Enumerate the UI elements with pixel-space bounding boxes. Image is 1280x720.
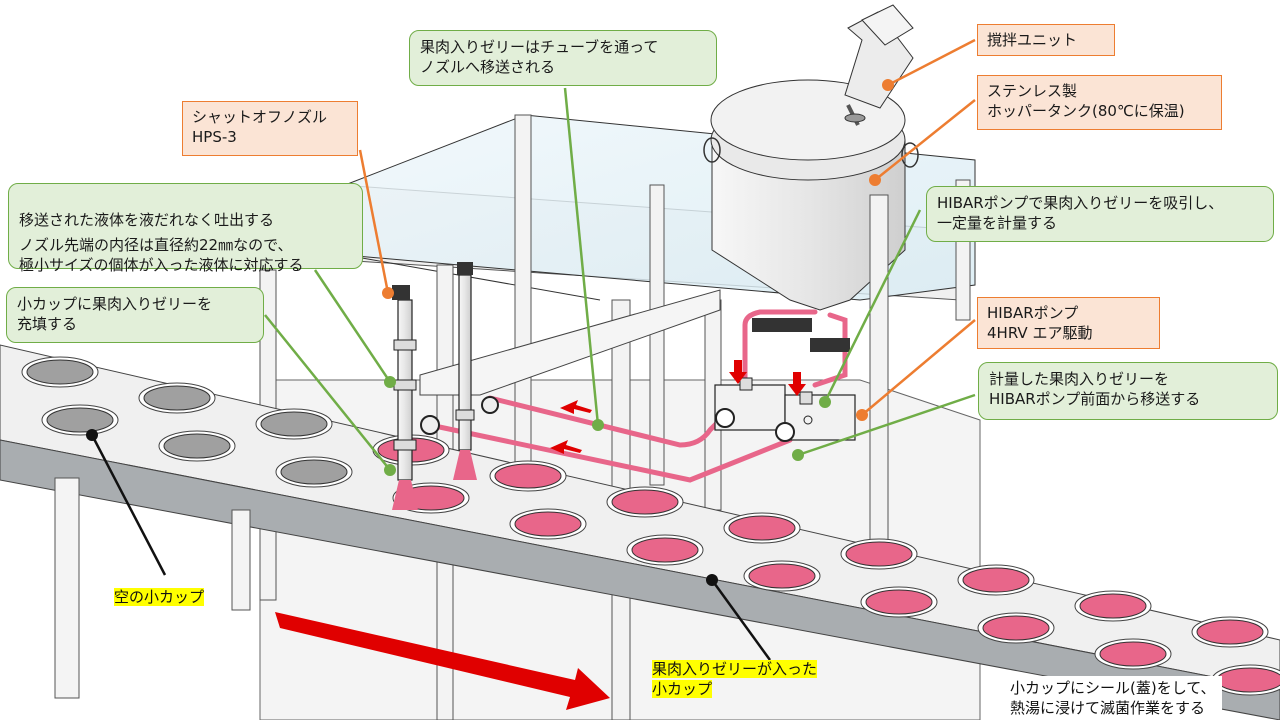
filled-cup [611, 489, 679, 515]
callout-pump-transfer: 計量した果肉入りゼリーを HIBARポンプ前面から移送する [978, 362, 1278, 420]
callout-pump-model: HIBARポンプ 4HRV エア駆動 [977, 297, 1160, 349]
empty-cup [163, 433, 231, 459]
hopper-tank [703, 79, 919, 311]
leader-lines [90, 38, 976, 661]
note-sealing-sterilization: 小カップにシール(蓋)をして、 熱湯に浸けて滅菌作業をする [1004, 676, 1222, 720]
filled-cup [748, 563, 816, 589]
nozzle-mount-plate [419, 289, 721, 396]
label-filled-cup: 果肉入りゼリーが入った 小カップ [652, 659, 818, 699]
filled-cup [962, 567, 1030, 593]
cup-rows [21, 356, 1280, 696]
callout-discharge-line1: 移送された液体を液だれなく吐出する [19, 211, 275, 229]
filled-cup [1099, 641, 1167, 667]
empty-cup [26, 359, 94, 385]
callout-shutoff-nozzle: シャットオフノズル HPS-3 [182, 101, 358, 156]
callout-tube-transfer: 果肉入りゼリーはチューブを通って ノズルへ移送される [409, 30, 717, 86]
filled-cup [1079, 593, 1147, 619]
empty-cup [143, 385, 211, 411]
label-filled-cup-line1: 果肉入りゼリーが入った [652, 660, 818, 678]
callout-discharge: 移送された液体を液だれなく吐出する ノズル先端の内径は直径約22㎜なので、 極小… [8, 183, 363, 274]
empty-cup [280, 459, 348, 485]
callout-pump-suction: HIBARポンプで果肉入りゼリーを吸引し、 一定量を計量する [926, 186, 1274, 242]
filled-cup [631, 537, 699, 563]
filled-cup [1216, 667, 1280, 693]
filled-cup [845, 541, 913, 567]
label-empty-cup: 空の小カップ [114, 587, 205, 607]
empty-cup [46, 407, 114, 433]
filled-cup [728, 515, 796, 541]
filled-cup [1196, 619, 1264, 645]
filled-cup [982, 615, 1050, 641]
callout-fill-cup: 小カップに果肉入りゼリーを 充填する [6, 287, 264, 343]
filled-cup [514, 511, 582, 537]
leader-dots [86, 79, 894, 586]
callout-discharge-line2: ノズル先端の内径は直径約22㎜なので、 極小サイズの個体が入った液体に対応する [19, 236, 304, 274]
empty-cup [260, 411, 328, 437]
stirring-unit [844, 4, 914, 126]
label-empty-cup-text: 空の小カップ [114, 588, 205, 606]
callout-stirring-unit: 撹拌ユニット [977, 24, 1115, 56]
filled-cup [494, 463, 562, 489]
conveyor-direction-arrow [275, 612, 610, 710]
filled-cup [865, 589, 933, 615]
label-filled-cup-line2: 小カップ [652, 680, 713, 698]
callout-hopper-tank: ステンレス製 ホッパータンク(80℃に保温) [977, 75, 1222, 130]
tube-flow-arrows [550, 400, 592, 454]
shutoff-nozzles [392, 262, 499, 510]
